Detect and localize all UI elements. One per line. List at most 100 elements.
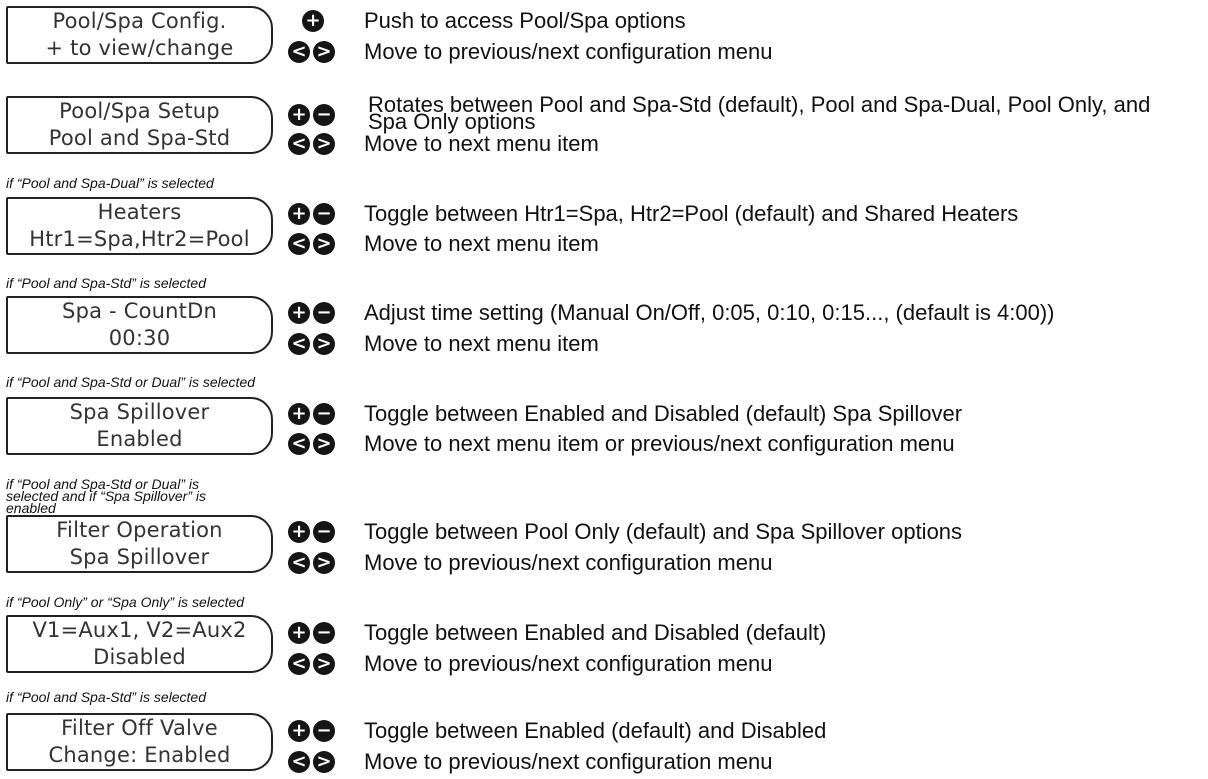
lcd-line-top: V1=Aux1, V2=Aux2 xyxy=(32,618,247,642)
condition-note: if “Pool and Spa-Std or Dual” is selecte… xyxy=(6,476,206,516)
button-group: <> xyxy=(288,653,364,675)
right-arrow-button-icon: > xyxy=(313,333,335,355)
lcd-line-top: Heaters xyxy=(97,200,182,224)
plus-button-icon: + xyxy=(288,720,310,742)
lcd-line-bottom: 00:30 xyxy=(108,326,171,350)
condition-note: if “Pool and Spa-Std” is selected xyxy=(6,689,206,705)
left-arrow-button-icon: < xyxy=(288,233,310,255)
action-row: <>Move to next menu item or previous/nex… xyxy=(288,432,955,456)
lcd-line-top: Pool/Spa Setup xyxy=(59,99,220,123)
minus-button-icon: − xyxy=(313,720,335,742)
action-description: Adjust time setting (Manual On/Off, 0:05… xyxy=(364,300,1055,325)
button-group: <> xyxy=(288,552,364,574)
left-arrow-button-icon: < xyxy=(288,333,310,355)
button-group: +− xyxy=(288,302,364,324)
button-group: <> xyxy=(288,333,364,355)
lcd-line-top: Pool/Spa Config. xyxy=(52,9,227,33)
lcd-line-top: Filter Operation xyxy=(56,518,223,542)
plus-button-icon: + xyxy=(288,302,310,324)
minus-button-icon: − xyxy=(313,203,335,225)
button-group: +− xyxy=(288,720,364,742)
action-row: <>Move to next menu item xyxy=(288,332,599,356)
action-description: Rotates between Pool and Spa-Std (defaul… xyxy=(368,92,1151,134)
action-description: Move to previous/next configuration menu xyxy=(364,550,773,575)
button-group: +− xyxy=(288,203,364,225)
left-arrow-button-icon: < xyxy=(288,433,310,455)
button-group: +− xyxy=(288,622,364,644)
action-description: Move to next menu item xyxy=(364,131,599,156)
action-row: +−Toggle between Enabled (default) and D… xyxy=(288,719,826,743)
minus-button-icon: − xyxy=(313,104,335,126)
minus-button-icon: − xyxy=(313,403,335,425)
lcd-line-bottom: Pool and Spa-Std xyxy=(48,126,231,150)
right-arrow-button-icon: > xyxy=(313,433,335,455)
action-description: Toggle between Htr1=Spa, Htr2=Pool (defa… xyxy=(364,201,1019,226)
lcd-line-top: Spa - CountDn xyxy=(62,299,217,323)
plus-button-icon: + xyxy=(288,521,310,543)
left-arrow-button-icon: < xyxy=(288,133,310,155)
right-arrow-button-icon: > xyxy=(313,653,335,675)
left-arrow-button-icon: < xyxy=(288,653,310,675)
minus-button-icon: − xyxy=(313,622,335,644)
button-group: <> xyxy=(288,433,364,455)
left-arrow-button-icon: < xyxy=(288,552,310,574)
button-group: +− xyxy=(288,521,364,543)
condition-note: if “Pool Only” or “Spa Only” is selected xyxy=(6,594,245,610)
button-group: + xyxy=(288,10,364,32)
condition-note: if “Pool and Spa-Dual” is selected xyxy=(6,175,214,191)
lcd-line-bottom: Spa Spillover xyxy=(69,545,210,569)
button-group: +− xyxy=(288,403,364,425)
button-group: +− xyxy=(288,104,364,126)
lcd-line-bottom: Disabled xyxy=(93,645,186,669)
action-description: Move to previous/next configuration menu xyxy=(364,39,773,64)
action-row: +−Rotates between Pool and Spa-Std (defa… xyxy=(288,94,1150,133)
right-arrow-button-icon: > xyxy=(313,751,335,773)
action-description: Move to next menu item xyxy=(364,331,599,356)
action-row: +−Toggle between Enabled and Disabled (d… xyxy=(288,621,826,645)
action-description: Move to previous/next configuration menu xyxy=(364,651,773,676)
minus-button-icon: − xyxy=(313,521,335,543)
action-description: Toggle between Pool Only (default) and S… xyxy=(364,519,963,544)
right-arrow-button-icon: > xyxy=(313,133,335,155)
action-row: +Push to access Pool/Spa options xyxy=(288,9,686,33)
condition-note: if “Pool and Spa-Std or Dual” is selecte… xyxy=(6,374,256,390)
action-row: <>Move to previous/next configuration me… xyxy=(288,551,772,575)
button-group: <> xyxy=(288,233,364,255)
action-row: <> Move to previous/next configuration me… xyxy=(288,40,772,64)
right-arrow-button-icon: > xyxy=(313,233,335,255)
action-description: Toggle between Enabled (default) and Dis… xyxy=(364,718,827,743)
lcd-line-top: Filter Off Valve xyxy=(61,716,218,740)
plus-button-icon: + xyxy=(288,203,310,225)
action-row: <>Move to next menu item xyxy=(288,232,599,256)
action-row: +−Toggle between Htr1=Spa, Htr2=Pool (de… xyxy=(288,202,1018,226)
action-row: <>Move to next menu item xyxy=(288,132,599,156)
lcd-display: Spa - CountDn 00:30 xyxy=(6,296,273,354)
action-row: <>Move to previous/next configuration me… xyxy=(288,750,772,774)
button-group: <> xyxy=(288,751,364,773)
lcd-display: Pool/Spa Config. + to view/change xyxy=(6,6,273,64)
action-row: +−Toggle between Pool Only (default) and… xyxy=(288,520,962,544)
left-arrow-button-icon: < xyxy=(288,41,310,63)
action-description: Move to previous/next configuration menu xyxy=(364,749,773,774)
left-arrow-button-icon: < xyxy=(288,751,310,773)
action-description: Toggle between Enabled and Disabled (def… xyxy=(364,620,827,645)
lcd-line-bottom: Htr1=Spa,Htr2=Pool xyxy=(29,227,250,251)
right-arrow-button-icon: > xyxy=(313,41,335,63)
action-row: +−Adjust time setting (Manual On/Off, 0:… xyxy=(288,301,1055,325)
action-description: Move to next menu item or previous/next … xyxy=(364,431,955,456)
action-description: Move to next menu item xyxy=(364,231,599,256)
action-row: +−Toggle between Enabled and Disabled (d… xyxy=(288,402,962,426)
lcd-line-bottom: Enabled xyxy=(96,427,183,451)
lcd-line-bottom: + to view/change xyxy=(45,36,234,60)
lcd-line-bottom: Change: Enabled xyxy=(48,743,231,767)
plus-button-icon: + xyxy=(288,403,310,425)
action-description: Push to access Pool/Spa options xyxy=(364,8,686,33)
button-group: <> xyxy=(288,133,364,155)
action-description: Toggle between Enabled and Disabled (def… xyxy=(364,401,963,426)
